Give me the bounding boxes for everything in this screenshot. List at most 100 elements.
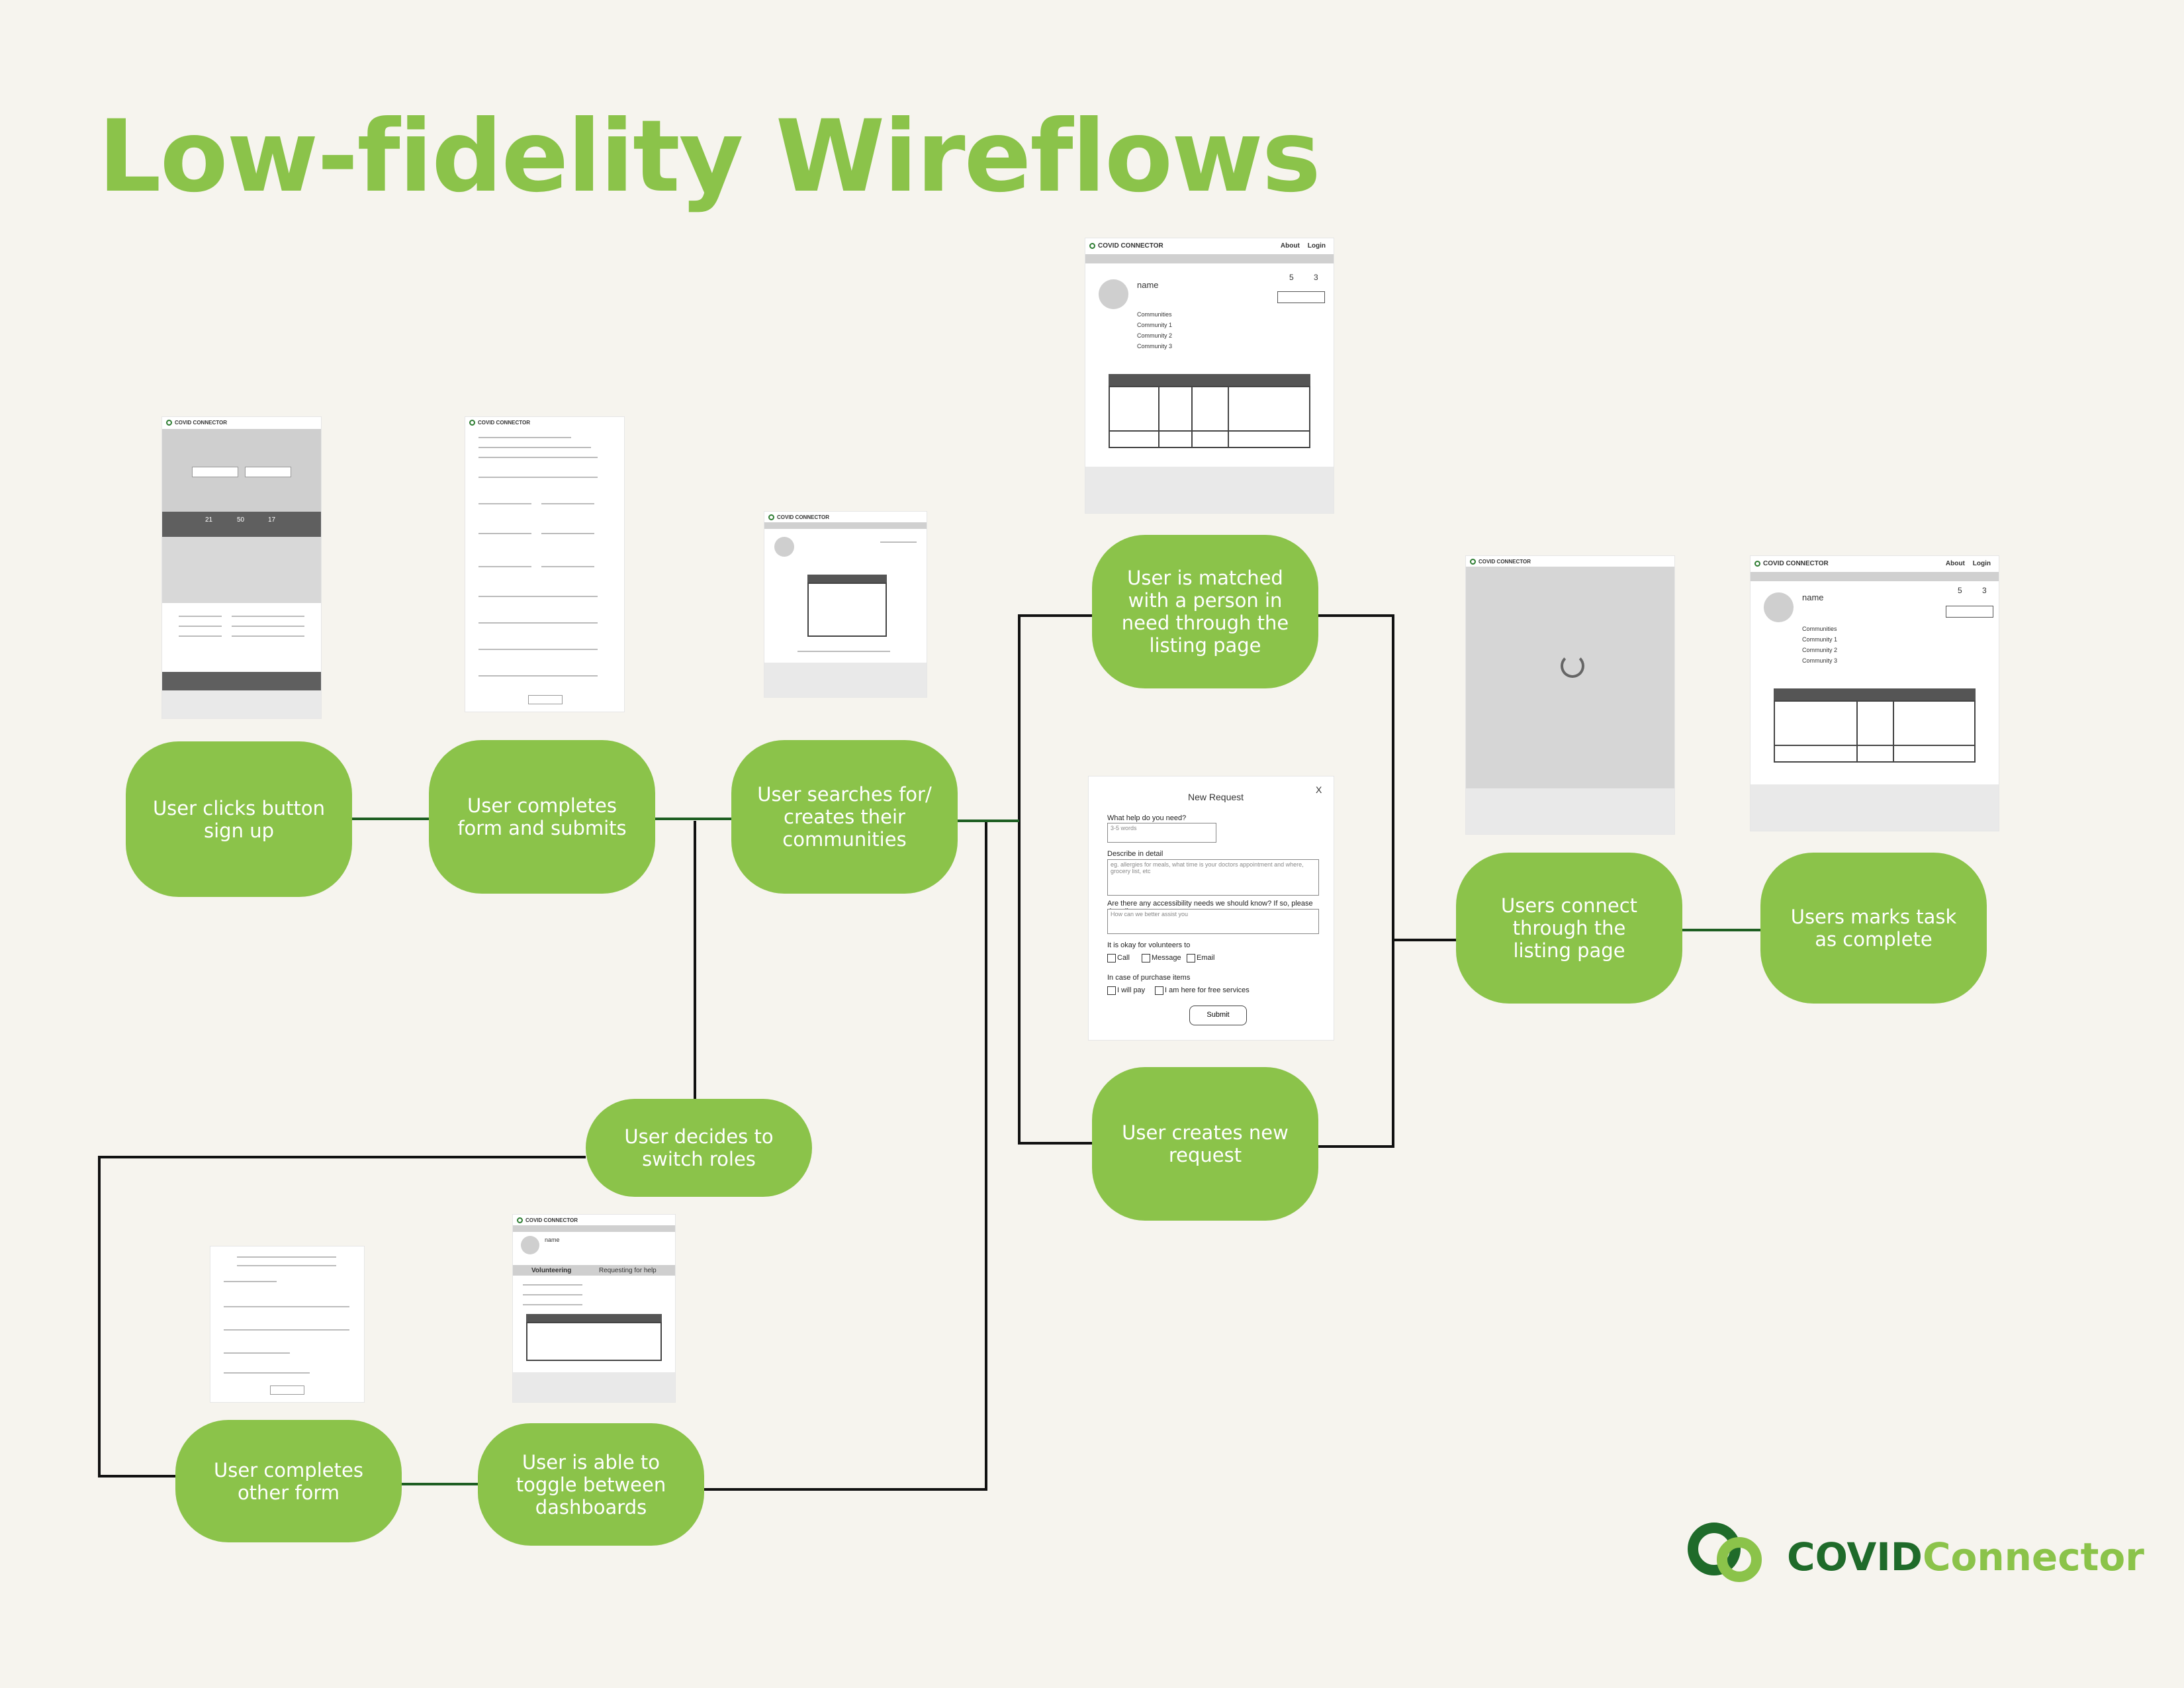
nav-login[interactable]: Login (1307, 242, 1326, 250)
field-label: It is okay for volunteers to (1107, 941, 1191, 949)
request-help-button[interactable] (1946, 606, 1993, 618)
tab-requesting[interactable]: Requesting for help (599, 1267, 657, 1274)
node-toggle: User is able to toggle between dashboard… (478, 1423, 704, 1546)
node-complete: Users marks task as complete (1760, 853, 1987, 1004)
option-label: I am here for free services (1165, 986, 1250, 994)
option-label: Call (1117, 954, 1130, 962)
footer (1085, 467, 1334, 513)
accessibility-input[interactable]: How can we better assist you (1107, 909, 1319, 934)
connector-toggle-return (702, 821, 987, 1491)
avatar (774, 537, 794, 557)
nav-about[interactable]: About (1945, 559, 1965, 567)
form-title: New Request (1188, 792, 1244, 802)
footer (162, 690, 321, 718)
message-checkbox[interactable] (1142, 954, 1150, 962)
communities-table (807, 583, 887, 637)
node-form: User completes form and submits (429, 740, 655, 894)
stat-value: 3 (1982, 586, 1987, 595)
app-name: COVID CONNECTOR (175, 419, 227, 426)
table-header (1109, 374, 1310, 386)
footer (764, 663, 927, 697)
avatar (521, 1236, 539, 1254)
node-signup: User clicks button sign up (126, 741, 352, 897)
community-item[interactable]: Community 2 (1137, 332, 1173, 339)
logo-icon (768, 514, 774, 520)
how-it-works (162, 537, 321, 603)
community-item[interactable]: Community 3 (1137, 343, 1173, 350)
logo-icon (469, 419, 475, 426)
community-item[interactable]: Community 1 (1137, 322, 1173, 328)
stat-count: 17 (268, 516, 276, 524)
dashboard-table (526, 1322, 662, 1361)
profile-name: name (545, 1237, 560, 1243)
wireframe-listing-loading: COVID CONNECTOR (1466, 556, 1674, 834)
connector-merge (1317, 614, 1394, 1148)
wireframe-toggle-dashboard: COVID CONNECTOR name Volunteering Reques… (513, 1215, 675, 1402)
community-item[interactable]: Community 2 (1802, 647, 1838, 653)
node-new-request: User creates new request (1092, 1067, 1318, 1221)
logo-icon (1470, 558, 1476, 565)
submit-button[interactable]: Submit (1189, 1006, 1247, 1025)
nav-about[interactable]: About (1280, 242, 1300, 250)
stats-bar (162, 512, 321, 537)
community-item[interactable]: Community 3 (1802, 657, 1838, 664)
new-request-form: New Request X What help do you need? 3-5… (1089, 776, 1334, 1040)
submit-button[interactable] (528, 695, 563, 704)
option-label: Message (1152, 954, 1181, 962)
node-switch-roles: User decides to switch roles (586, 1099, 812, 1197)
covid-connector-logo-icon (1688, 1523, 1762, 1582)
free-checkbox[interactable] (1155, 986, 1163, 995)
brand-wordmark: COVIDConnector (1787, 1534, 2144, 1579)
request-button[interactable] (245, 467, 291, 477)
close-icon[interactable]: X (1316, 784, 1322, 795)
stat-value: 3 (1314, 273, 1318, 282)
node-other-form: User completes other form (175, 1420, 402, 1542)
stat-count: 21 (205, 516, 213, 524)
app-name: COVID CONNECTOR (1763, 559, 1829, 567)
wireframe-communities: COVID CONNECTOR (764, 512, 927, 697)
dashboard-toggle[interactable] (513, 1265, 675, 1276)
node-communities: User searches for/ creates their communi… (731, 740, 958, 894)
footer (1466, 788, 1674, 834)
wireframe-signup-form: COVID CONNECTOR (465, 417, 624, 712)
volunteer-button[interactable] (192, 467, 238, 477)
communities-label: Communities (1137, 311, 1172, 318)
profile-name: name (1802, 592, 1824, 602)
help-needed-input[interactable]: 3-5 words (1107, 823, 1216, 843)
logo-icon (517, 1217, 523, 1223)
field-label: Describe in detail (1107, 850, 1163, 858)
connector-new-request-branch (1018, 821, 1092, 1145)
describe-input[interactable]: eg. allergies for meals, what time is yo… (1107, 859, 1319, 896)
call-checkbox[interactable] (1107, 954, 1116, 962)
avatar (1099, 279, 1128, 309)
table-header (526, 1314, 662, 1322)
logo-icon (1754, 560, 1760, 567)
stat-count: 50 (237, 516, 245, 524)
field-label: What help do you need? (1107, 814, 1187, 822)
profile-name: name (1137, 280, 1159, 290)
node-connect: Users connect through the listing page (1456, 853, 1682, 1004)
field-label: In case of purchase items (1107, 974, 1191, 982)
wireframe-listing-page: COVID CONNECTOR About Login name 5 3 Com… (1085, 238, 1334, 513)
listing-table (1109, 386, 1310, 448)
app-name: COVID CONNECTOR (1098, 242, 1163, 250)
request-help-button[interactable] (1277, 291, 1325, 303)
tab-volunteering[interactable]: Volunteering (531, 1267, 572, 1274)
brand-word-connector: Connector (1922, 1534, 2144, 1579)
pay-checkbox[interactable] (1107, 986, 1116, 995)
alert-bar (1751, 572, 1999, 581)
email-checkbox[interactable] (1187, 954, 1195, 962)
app-name: COVID CONNECTOR (478, 419, 530, 426)
footer (1751, 784, 1999, 831)
nav-login[interactable]: Login (1972, 559, 1991, 567)
submit-button[interactable] (270, 1385, 304, 1395)
app-name: COVID CONNECTOR (1479, 558, 1531, 565)
avatar (1764, 592, 1794, 622)
community-item[interactable]: Community 1 (1802, 636, 1838, 643)
logo-icon (1089, 242, 1095, 249)
wireframe-listing-complete: COVID CONNECTOR About Login name 5 3 Com… (1751, 556, 1999, 831)
hero (162, 429, 321, 512)
option-label: Email (1197, 954, 1215, 962)
stat-value: 5 (1958, 586, 1962, 595)
